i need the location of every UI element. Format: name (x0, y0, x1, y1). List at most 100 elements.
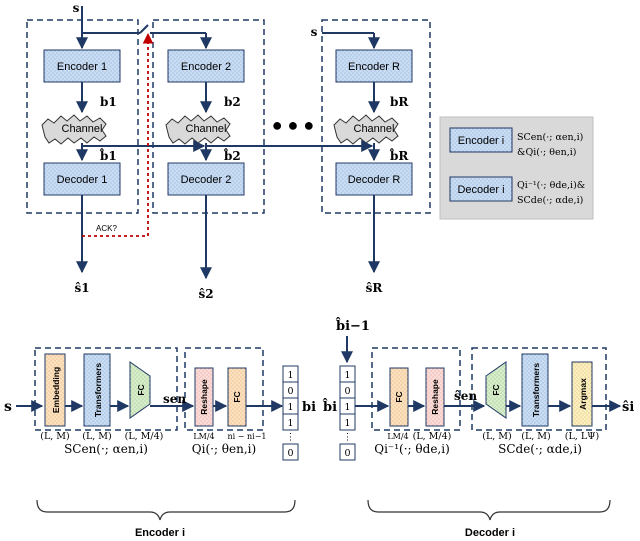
enc-q-fc-block (227, 367, 247, 427)
bit-hat-br: b̂R (389, 147, 409, 163)
dec-bit-3: 1 (344, 418, 350, 429)
enc-fc-block (129, 361, 151, 419)
top-system: s s Encoder 1 Encoder 2 Encoder R b1 b2 … (26, 1, 431, 301)
enc-bit-1: 0 (287, 386, 293, 397)
dec-fc-label: FC (491, 384, 501, 395)
enc-reshape-block (194, 367, 214, 427)
encoder-caption: Encoder i (135, 527, 185, 539)
dec-bit-2: 1 (344, 402, 350, 413)
decoder-r-block: Decoder R (335, 162, 413, 196)
ack-label: ACK? (96, 224, 117, 233)
encoder-1-block: Encoder 1 (43, 49, 121, 83)
dec-transformers-block (521, 353, 549, 427)
dec-q-fc-block (389, 367, 409, 427)
enc-bit-vector: 1 0 1 1 ⋮ 0 (282, 365, 299, 461)
enc-bit-2: 1 (287, 402, 293, 413)
encoder-2-block: Encoder 2 (167, 49, 245, 83)
enc-dim-fc: (L, M/4) (125, 431, 164, 442)
channel-1: Channel (41, 114, 107, 145)
q-de-frame (371, 347, 461, 431)
decoder-brace (367, 499, 611, 521)
decoder-r-label: Decoder R (348, 174, 401, 186)
encoder-detail: s Embedding Transformers FC sen (L, M) (… (4, 347, 316, 539)
dec-q-dim-fc: LM/4 (387, 432, 408, 441)
encoder-2-label: Encoder 2 (181, 61, 231, 73)
enc-transformers-label: Transformers (93, 363, 103, 418)
enc-q-dim-fc: ni − ni−1 (227, 432, 266, 441)
enc-q-dim-reshape: LM/4 (193, 432, 214, 441)
sc-de-frame (471, 347, 607, 431)
dec-dim-argmax: (L, LΨ) (565, 431, 599, 442)
enc-bit-last: 0 (287, 448, 293, 459)
legend-encoder-desc-1: SCen(·; αen,i) (517, 132, 583, 143)
decoder-2-label: Decoder 2 (181, 174, 232, 186)
decoder-1-label: Decoder 1 (57, 174, 108, 186)
decoder-1-block: Decoder 1 (43, 162, 121, 196)
enc-q-fc-label: FC (232, 391, 242, 402)
dec-q-fc-label: FC (394, 391, 404, 402)
channel-2: Channel (165, 114, 231, 145)
decoder-detail: b̂i−1 b̂i 1 0 1 1 ⋮ 0 FC Reshape ŝen LM/… (322, 317, 634, 539)
sc-de-label: SCde(·; αde,i) (498, 442, 582, 456)
bit-b2: b2 (224, 95, 241, 109)
dec-dim-fc: (L, M) (482, 431, 512, 442)
dec-bit-1: 0 (344, 386, 350, 397)
enc-bit-ellipsis: ⋮ (286, 432, 296, 443)
channel-2-label: Channel (186, 123, 227, 135)
encoder-brace (36, 499, 296, 521)
legend-encoder-block (449, 127, 513, 153)
legend-panel: Encoder i SCen(·; αen,i) &Qi(·; θen,i) D… (439, 116, 594, 220)
sc-en-frame (34, 347, 178, 431)
dec-q-dim-reshape: (L, M/4) (413, 431, 452, 442)
argmax-label: Argmax (578, 378, 588, 410)
bit-hat-b1: b̂1 (99, 147, 117, 163)
enc-bit-0: 1 (287, 370, 293, 381)
channel-r-label: Channel (354, 123, 395, 135)
channel-1-label: Channel (62, 123, 103, 135)
legend-decoder-block (449, 176, 513, 202)
dec-reshape-label: Reshape (430, 379, 440, 415)
enc-output-bi: bi (302, 400, 316, 415)
dec-output-si: ŝi (622, 400, 634, 415)
dec-dim-transformers: (L, M) (521, 431, 551, 442)
s-en-hat-label: ŝen (454, 389, 477, 403)
embedding-block (44, 353, 66, 427)
decoder-2-block: Decoder 2 (167, 162, 245, 196)
embedding-label: Embedding (51, 367, 61, 413)
argmax-block (571, 361, 593, 427)
enc-bit-3: 1 (287, 418, 293, 429)
dec-bit-vector: 1 0 1 1 ⋮ 0 (339, 365, 356, 461)
dec-input-bi: b̂i (322, 398, 337, 415)
unit-r-frame (321, 19, 431, 214)
enc-dim-transformers: (L, M) (82, 431, 112, 442)
enc-transformers-block (83, 353, 111, 427)
channel-r: Channel (333, 114, 399, 145)
legend-decoder-desc-1: Qi⁻¹(·; θde,i)& (517, 180, 585, 191)
q-en-label: Qi(·; θen,i) (192, 442, 256, 456)
enc-dim-embedding: (L, M) (40, 431, 70, 442)
legend-decoder-label: Decoder i (457, 184, 504, 196)
bit-b1: b1 (100, 95, 117, 109)
ellipsis: ● ● ● (272, 115, 315, 135)
dec-reshape-block (425, 367, 445, 427)
output-sr: ŝR (366, 281, 384, 295)
dec-bit-0: 1 (344, 370, 350, 381)
dec-input-top: b̂i−1 (335, 317, 370, 334)
dec-transformers-label: Transformers (531, 363, 541, 418)
output-s1: ŝ1 (74, 281, 89, 295)
encoder-r-label: Encoder R (348, 61, 400, 73)
top-source-label-r: s (311, 25, 318, 39)
top-source-label: s (73, 1, 80, 15)
unit-2-frame (152, 19, 265, 214)
q-de-label: Qi⁻¹(·; θde,i) (374, 442, 450, 456)
bit-br: bR (390, 95, 409, 109)
enc-reshape-label: Reshape (199, 379, 209, 415)
enc-fc-label: FC (136, 384, 146, 395)
dec-bit-ellipsis: ⋮ (343, 432, 353, 443)
dec-bit-last: 0 (344, 448, 350, 459)
decoder-caption: Decoder i (465, 527, 515, 539)
enc-input-s: s (4, 399, 12, 415)
dec-fc-block (485, 361, 507, 419)
bit-hat-b2: b̂2 (223, 147, 241, 163)
